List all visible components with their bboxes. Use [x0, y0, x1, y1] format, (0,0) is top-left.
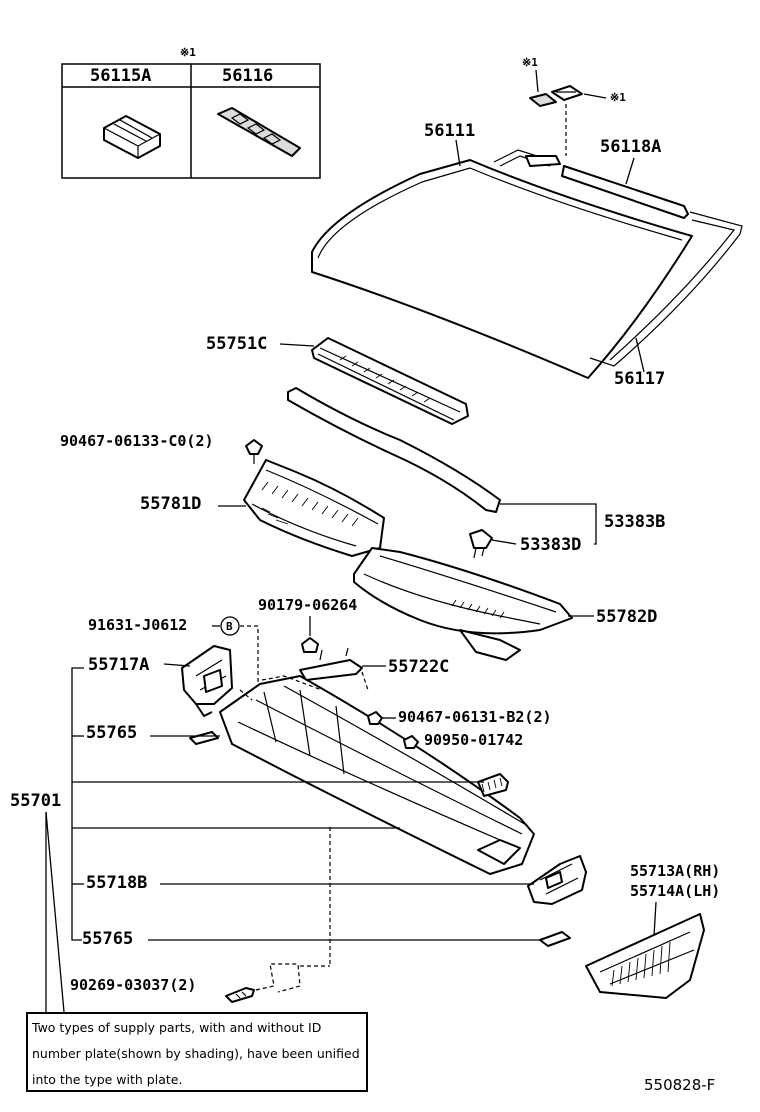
top-clips: ※1 ※1	[522, 56, 626, 156]
label-55781d: 55781D	[140, 494, 201, 514]
pad-55765-lower: 55765	[82, 929, 571, 949]
inset-col2-label: 56116	[222, 66, 273, 86]
inset-mark: ※1	[180, 46, 196, 59]
clip-90467-06131: 90467-06131-B2(2)	[367, 708, 552, 726]
leader-55701	[45, 667, 540, 1013]
circle-b-marker	[220, 616, 240, 636]
label-56117: 56117	[614, 369, 665, 389]
label-55765-lower: 55765	[82, 929, 133, 949]
seal-55751c: 55751C	[206, 334, 469, 425]
bracket-55722c: 55722C	[299, 647, 449, 701]
clip-56115a-drawing	[103, 115, 161, 159]
inset-table: ※1 56115A 56116	[61, 46, 321, 179]
ventilator-55781d: 55781D	[140, 459, 385, 557]
inset-col1-label: 56115A	[90, 66, 151, 86]
label-56118a: 56118A	[600, 137, 661, 157]
mark-right: ※1	[610, 91, 626, 104]
clip-53383d: 53383D	[469, 529, 581, 559]
screw-90467-06133: 90467-06133-C0(2)	[60, 432, 263, 464]
bracket-55718b: 55718B	[86, 855, 587, 905]
note-box: Two types of supply parts, with and with…	[26, 1012, 368, 1092]
note-line-3: into the type with plate.	[32, 1072, 183, 1087]
label-90269: 90269-03037(2)	[70, 976, 196, 994]
label-55722c: 55722C	[388, 657, 449, 677]
figure-code: 550828-F	[644, 1076, 716, 1094]
windshield-glass: 56111	[311, 121, 693, 379]
label-55765-upper: 55765	[86, 723, 137, 743]
moulding-56118a: 56118A	[525, 137, 689, 219]
note-line-1: Two types of supply parts, with and with…	[32, 1020, 322, 1035]
label-90467-06131: 90467-06131-B2(2)	[398, 708, 552, 726]
label-55717a: 55717A	[88, 655, 149, 675]
bracket-55717a: 55717A	[88, 645, 233, 717]
label-55701: 55701	[10, 791, 61, 811]
label-55714a: 55714A(LH)	[630, 882, 720, 900]
side-panel-55713a: 55713A(RH) 55714A(LH)	[585, 862, 720, 999]
pad-55765-upper: 55765	[86, 723, 219, 745]
screw-90269: 90269-03037(2)	[70, 826, 331, 1003]
cowl-panel-55701: 55701	[10, 675, 535, 875]
mark-top: ※1	[522, 56, 538, 69]
label-55782d: 55782D	[596, 607, 657, 627]
label-55751c: 55751C	[206, 334, 267, 354]
circle-b-letter: B	[226, 620, 233, 633]
bolt-91631: 91631-J0612 B	[88, 616, 259, 700]
grommet-90950: 90950-01742	[403, 731, 523, 749]
label-90179: 90179-06264	[258, 596, 357, 614]
ventilator-55782d: 55782D	[353, 547, 657, 661]
note-line-2: number plate(shown by shading), have bee…	[32, 1046, 360, 1061]
label-55718b: 55718B	[86, 873, 147, 893]
label-56111: 56111	[424, 121, 475, 141]
label-53383b: 53383B	[604, 512, 665, 532]
seal-53383b: 53383B	[287, 387, 665, 545]
label-55713a: 55713A(RH)	[630, 862, 720, 880]
nut-90179: 90179-06264	[258, 596, 357, 653]
label-53383d: 53383D	[520, 535, 581, 555]
label-90467-06133: 90467-06133-C0(2)	[60, 432, 214, 450]
label-90950: 90950-01742	[424, 731, 523, 749]
plate-56116-drawing	[217, 107, 301, 157]
label-91631: 91631-J0612	[88, 616, 187, 634]
